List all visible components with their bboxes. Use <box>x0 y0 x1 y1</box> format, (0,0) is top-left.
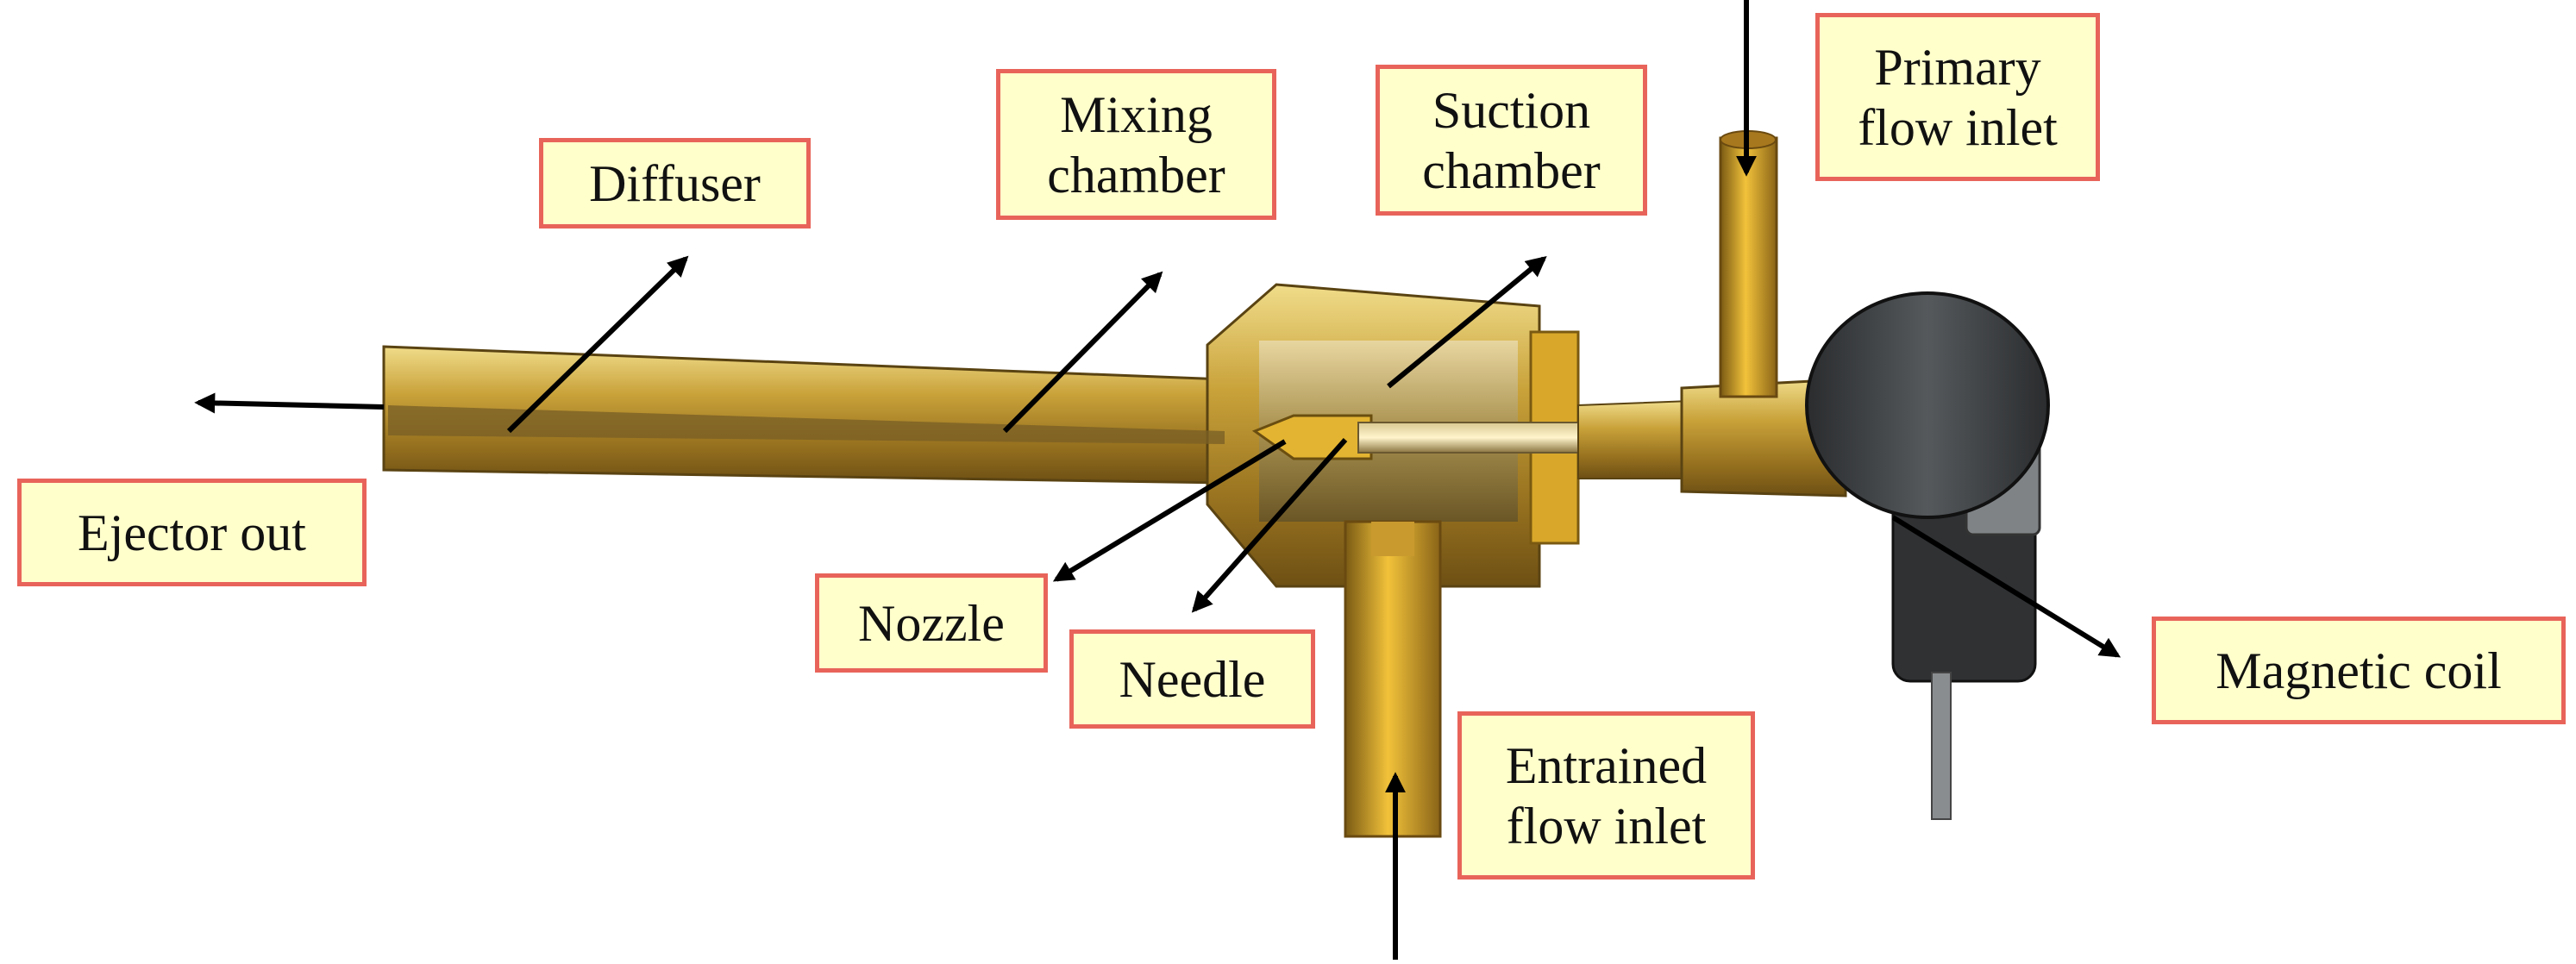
label-mixing-chamber: Mixing chamber <box>996 69 1276 220</box>
label-ejector-out: Ejector out <box>17 479 367 586</box>
label-primary-flow-inlet-line1: Primary <box>1874 38 2041 96</box>
primary-housing <box>1680 378 1847 498</box>
primary-inlet-pipe <box>1719 136 1778 398</box>
arrow-ejector-out <box>194 392 385 414</box>
label-nozzle-text: Nozzle <box>858 594 1005 652</box>
arrow-suction-chamber <box>1387 255 1547 389</box>
label-entrained-flow-inlet-line2: flow inlet <box>1506 797 1707 854</box>
arrow-diffuser <box>506 255 689 434</box>
entrained-inlet-collar <box>1371 522 1414 556</box>
diffuser-bore <box>388 405 1225 444</box>
arrow-mixing-chamber <box>1002 271 1163 434</box>
label-ejector-out-text: Ejector out <box>78 504 306 561</box>
label-magnetic-coil: Magnetic coil <box>2152 617 2566 724</box>
arrow-nozzle <box>1052 439 1287 582</box>
label-needle: Needle <box>1069 629 1315 729</box>
label-mixing-chamber-line2: chamber <box>1047 146 1225 203</box>
arrow-needle <box>1191 438 1348 613</box>
label-suction-chamber: Suction chamber <box>1376 65 1647 216</box>
label-primary-flow-inlet-line2: flow inlet <box>1858 98 2058 156</box>
label-entrained-flow-inlet-line1: Entrained <box>1505 736 1708 794</box>
label-primary-flow-inlet: Primary flow inlet <box>1815 13 2100 181</box>
label-diffuser-text: Diffuser <box>589 154 761 212</box>
label-needle-text: Needle <box>1119 650 1266 708</box>
coil-wire <box>1931 672 1952 820</box>
arrow-magnetic-coil <box>1891 515 2122 658</box>
label-magnetic-coil-text: Magnetic coil <box>2216 642 2502 699</box>
label-nozzle: Nozzle <box>815 573 1048 673</box>
rear-body <box>1577 399 1691 479</box>
label-diffuser: Diffuser <box>539 138 811 228</box>
label-entrained-flow-inlet: Entrained flow inlet <box>1457 711 1755 879</box>
coil-body <box>1805 291 2050 519</box>
label-suction-chamber-line2: chamber <box>1422 141 1601 199</box>
label-suction-chamber-line1: Suction <box>1432 81 1591 139</box>
label-mixing-chamber-line1: Mixing <box>1060 85 1213 143</box>
